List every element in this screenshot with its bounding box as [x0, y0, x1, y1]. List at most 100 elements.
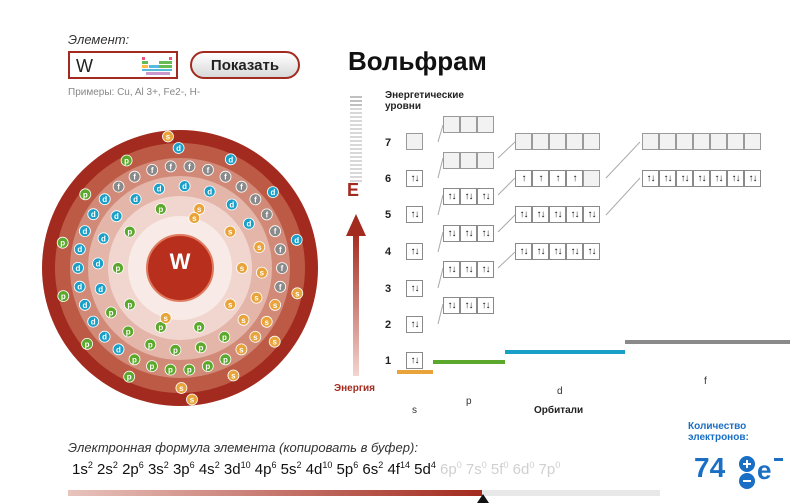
formula-term: 5p6: [336, 460, 359, 478]
energy-arrow-shaft: [353, 232, 359, 376]
level-number: 7: [384, 137, 392, 149]
orbital-cell: [744, 133, 761, 150]
electron-label: d: [91, 318, 96, 327]
electron-s: [193, 203, 206, 215]
orbital-cell: ↑↓: [406, 316, 423, 333]
electron-d: [87, 208, 100, 221]
electron-d: [110, 210, 123, 223]
orbital-cell: ↑↓: [460, 225, 477, 242]
electron-label: p: [127, 373, 132, 382]
formula-term: 4p6: [254, 460, 277, 478]
electron-label: p: [61, 292, 66, 301]
electron-label: s: [257, 243, 262, 252]
formula-term: 4f14: [387, 460, 410, 478]
electron-label: d: [76, 264, 81, 273]
electron-label: p: [85, 340, 90, 349]
orbital-cell: [549, 133, 566, 150]
electron-s: [186, 393, 198, 406]
electron-label: d: [182, 182, 187, 191]
orbital-cell: ↑↓: [406, 206, 423, 223]
electron-label: d: [102, 195, 107, 204]
electron-label: s: [179, 384, 184, 393]
orbital-cell: ↑↓: [727, 170, 744, 187]
electron-label: s: [241, 316, 246, 325]
electron-label: f: [279, 245, 282, 254]
electron-label: s: [166, 133, 171, 142]
electron-p: [123, 225, 136, 238]
electron-d: [129, 193, 142, 205]
electron-d: [73, 280, 86, 293]
electron-p: [120, 154, 133, 167]
electron-label: d: [207, 188, 212, 197]
electron-d: [98, 193, 111, 206]
energy-levels-title: Энергетические уровни: [385, 90, 464, 112]
electron-d: [97, 232, 110, 245]
orbital-cell: ↑↓: [659, 170, 676, 187]
f-bar: [625, 340, 790, 344]
electron-label: d: [270, 188, 275, 197]
electron-s: [188, 212, 201, 224]
formula-term: 3s2: [147, 460, 169, 478]
electron-label: p: [126, 328, 131, 337]
electron-s: [224, 225, 237, 238]
formula-term: 5d4: [414, 460, 436, 478]
electron-p: [164, 363, 177, 376]
electron-p: [81, 337, 93, 350]
electron-label: s: [273, 301, 278, 310]
formula-term: 5s2: [280, 460, 302, 478]
orbitals-label: Орбитали: [534, 405, 584, 416]
electron-label: f: [279, 283, 282, 292]
electron-label: s: [228, 228, 233, 237]
d-bar: [505, 350, 625, 354]
p-bar: [433, 360, 505, 364]
orbital-cell: [477, 152, 494, 169]
orbital-cell: ↑↓: [676, 170, 693, 187]
electron-d: [153, 182, 165, 195]
electron-label: p: [124, 157, 129, 166]
electron-label: d: [157, 185, 162, 194]
level-number: 3: [384, 283, 392, 295]
formula-term: 3p6: [172, 460, 195, 478]
electron-symbol-icon: e: [739, 455, 783, 489]
orbital-cell: [710, 133, 727, 150]
electron-label: s: [253, 333, 258, 342]
electron-d: [266, 186, 279, 198]
electron-s: [268, 335, 281, 348]
electron-label: d: [114, 212, 119, 221]
orbital-cell: ↑↓: [406, 352, 423, 369]
electron-label: d: [294, 236, 299, 245]
electron-formula[interactable]: 1s2 2s2 2p6 3s2 3p6 4s2 3d10 4p6 5s2 4d1…: [72, 460, 560, 478]
electron-label: d: [229, 201, 234, 210]
orbital-cell: ↑↓: [477, 225, 494, 242]
energy-label: Энергия: [334, 383, 375, 394]
orbital-cell: ↑↓: [477, 297, 494, 314]
electron-label: p: [109, 308, 114, 317]
electron-label: f: [281, 264, 284, 273]
electron-f: [235, 180, 248, 193]
orbital-cell: ↑↓: [710, 170, 727, 187]
orbital-cell: [583, 170, 600, 187]
electron-label: f: [265, 210, 268, 219]
element-name: Вольфрам: [348, 46, 487, 76]
electron-label: d: [77, 245, 82, 254]
electron-p: [112, 262, 124, 274]
periodic-table-icon[interactable]: [142, 57, 172, 75]
formula-term: 6p0: [440, 460, 462, 478]
show-button[interactable]: Показать: [190, 51, 300, 79]
orbital-cell: ↑: [515, 170, 532, 187]
formula-term: 4d10: [305, 460, 333, 478]
element-input[interactable]: [76, 55, 146, 77]
formula-term: 6s2: [362, 460, 384, 478]
electron-label: s: [190, 396, 195, 405]
orbital-cell: ↑↓: [532, 206, 549, 223]
element-input-box[interactable]: [68, 51, 178, 79]
electron-p: [105, 306, 117, 319]
orbital-cell: ↑↓: [515, 243, 532, 260]
electron-p: [169, 343, 182, 356]
electron-s: [253, 241, 266, 253]
orbital-cell: ↑: [549, 170, 566, 187]
electron-p: [193, 321, 206, 333]
level-number: 6: [384, 173, 392, 185]
electron-p: [144, 338, 157, 351]
